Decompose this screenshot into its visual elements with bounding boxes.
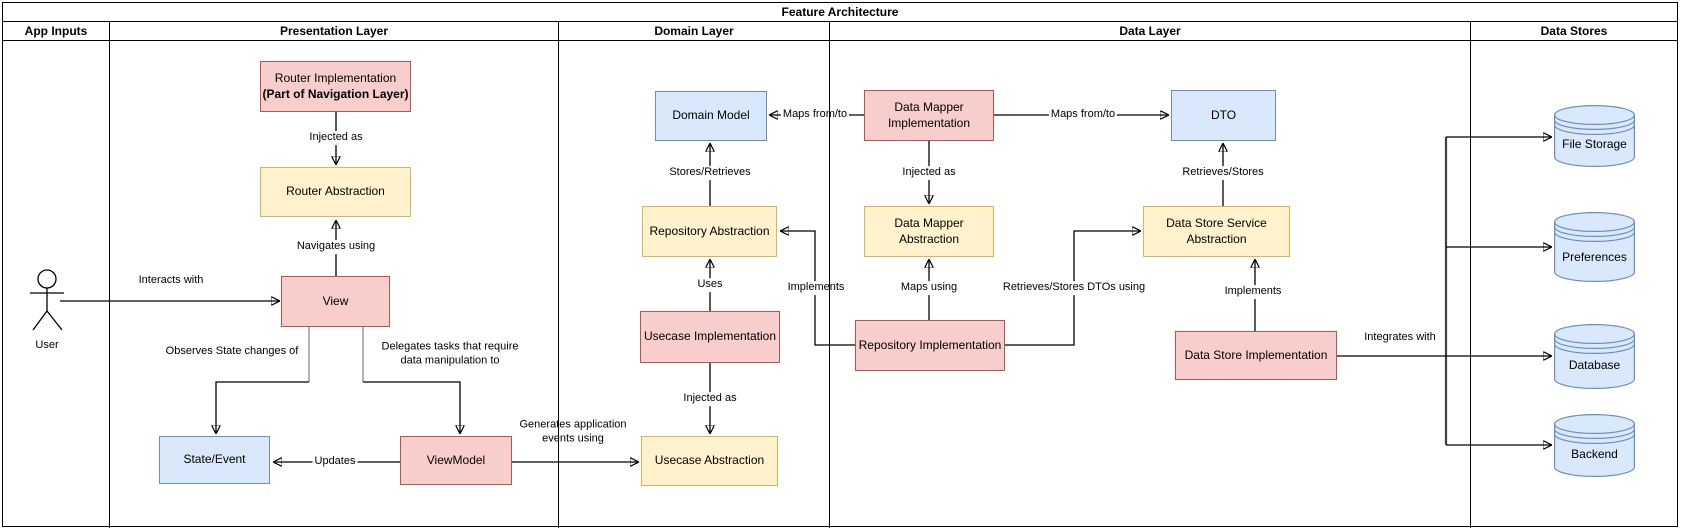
store-label: Backend <box>1571 447 1618 461</box>
lane-separator <box>558 39 559 528</box>
edge-label-retrieves-stores: Retrieves/Stores <box>1180 166 1266 180</box>
node-label: Router Implementation <box>274 70 397 85</box>
lane-separator <box>109 39 110 528</box>
store-label: File Storage <box>1562 137 1627 151</box>
edge-label-navigates-using: Navigates using <box>294 240 378 254</box>
node-label: Data Store Service <box>1166 215 1267 230</box>
node-usecase-implementation: Usecase Implementation <box>640 311 780 363</box>
node-label: Implementation <box>887 115 971 130</box>
lane-header-row: App Inputs Presentation Layer Domain Lay… <box>3 22 1677 41</box>
node-label: Data Store Implementation <box>1184 347 1328 362</box>
edge-label-implements: Implements <box>785 281 847 295</box>
node-label: ViewModel <box>426 452 486 467</box>
store-database: Database <box>1553 324 1635 389</box>
edge-label-integrates-with: Integrates with <box>1362 331 1438 345</box>
lane-header-data-stores: Data Stores <box>1540 24 1608 38</box>
store-preferences: Preferences <box>1553 212 1635 282</box>
edge-label-updates: Updates <box>312 455 358 469</box>
store-backend: Backend <box>1553 414 1635 477</box>
edge-label-line: data manipulation to <box>400 354 500 366</box>
node-repository-implementation: Repository Implementation <box>855 320 1005 371</box>
node-data-store-implementation: Data Store Implementation <box>1175 331 1337 380</box>
node-router-implementation: Router Implementation (Part of Navigatio… <box>260 61 411 112</box>
node-usecase-abstraction: Usecase Abstraction <box>641 436 778 486</box>
store-label: Preferences <box>1562 250 1627 264</box>
node-label: Repository Implementation <box>858 337 1002 352</box>
node-label: Domain Model <box>672 108 750 123</box>
lane-header-data-layer: Data Layer <box>830 22 1471 40</box>
user-actor-label: User <box>33 339 61 353</box>
database-cylinder-icon <box>1553 105 1635 167</box>
database-cylinder-icon <box>1553 414 1635 477</box>
node-state-event: State/Event <box>159 436 270 484</box>
edge-label-injected-as: Injected as <box>307 131 365 145</box>
edge-label-line: Delegates tasks that require <box>381 340 519 353</box>
node-label: State/Event <box>183 452 246 467</box>
database-cylinder-icon <box>1553 212 1635 282</box>
node-data-store-service-abstraction: Data Store Service Abstraction <box>1143 206 1290 257</box>
edge-label-interacts-with: Interacts with <box>136 274 206 288</box>
store-file-storage: File Storage <box>1553 105 1635 167</box>
node-data-mapper-abstraction: Data Mapper Abstraction <box>864 206 994 257</box>
edge-label-stores-retrieves: Stores/Retrieves <box>667 166 753 180</box>
edge-label-maps-from-to: Maps from/to <box>780 108 850 122</box>
node-domain-model: Domain Model <box>655 91 767 141</box>
lane-header-presentation-layer: Presentation Layer <box>110 22 559 40</box>
node-label: Router Abstraction <box>286 184 385 199</box>
node-view: View <box>281 276 390 327</box>
edge-label-retrieves-stores-dtos: Retrieves/Stores DTOs using <box>1000 281 1148 295</box>
node-label: Repository Abstraction <box>649 223 770 238</box>
edge-label-implements: Implements <box>1222 285 1284 299</box>
edge-label-observes-state-changes: Observes State changes of <box>163 345 301 359</box>
node-label: Data Mapper <box>894 99 964 114</box>
edge-label-line: events using <box>542 432 604 444</box>
edge-label-line: Generates application <box>519 418 627 431</box>
node-viewmodel: ViewModel <box>400 436 512 485</box>
lane-separator <box>1470 39 1471 528</box>
edge-label-generates-events: Generates application events using <box>517 418 629 446</box>
diagram-title: Feature Architecture <box>3 3 1677 22</box>
edge-label-uses: Uses <box>695 278 725 292</box>
lane-header-domain-layer: Domain Layer <box>559 22 830 40</box>
node-label: Abstraction <box>1186 231 1247 246</box>
lane-separator <box>829 39 830 528</box>
edge-label-injected-as: Injected as <box>900 166 958 180</box>
node-data-mapper-implementation: Data Mapper Implementation <box>864 90 994 141</box>
store-label: Database <box>1568 358 1621 372</box>
node-label: View <box>322 293 349 308</box>
node-label: DTO <box>1210 107 1237 122</box>
node-label: Usecase Implementation <box>643 329 777 344</box>
edge-label-delegates-tasks: Delegates tasks that require data manipu… <box>379 340 521 368</box>
node-label: (Part of Navigation Layer) <box>262 86 409 101</box>
node-repository-abstraction: Repository Abstraction <box>642 206 777 257</box>
node-label: Usecase Abstraction <box>654 453 765 468</box>
edge-label-maps-using: Maps using <box>898 281 960 295</box>
node-dto: DTO <box>1171 90 1276 141</box>
node-router-abstraction: Router Abstraction <box>260 167 411 217</box>
node-label: Data Mapper <box>894 215 964 230</box>
edge-label-maps-from-to: Maps from/to <box>1048 108 1118 122</box>
database-cylinder-icon <box>1553 324 1635 389</box>
lane-header-app-inputs: App Inputs <box>3 22 110 40</box>
edge-label-injected-as: Injected as <box>681 392 739 406</box>
node-label: Abstraction <box>898 231 960 246</box>
